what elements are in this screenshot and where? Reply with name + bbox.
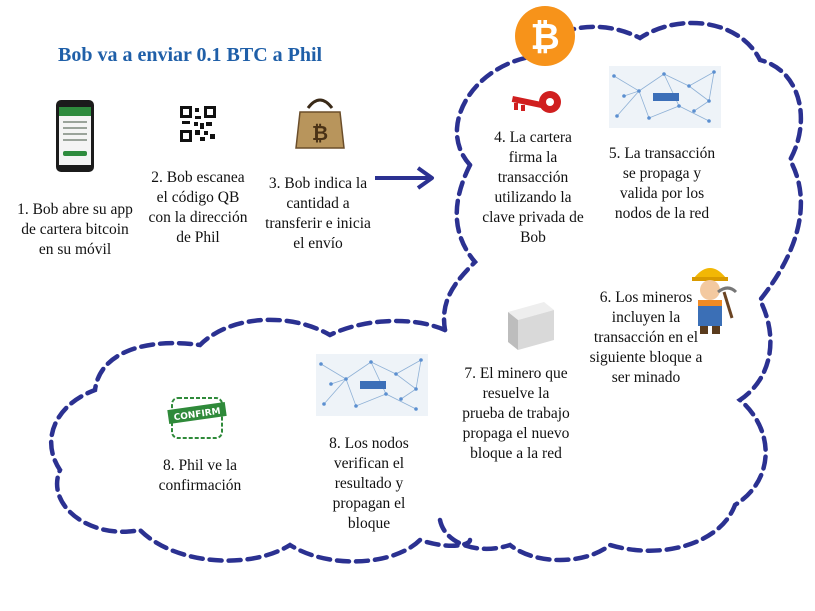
qr-code-icon (180, 106, 216, 142)
confirm-stamp-icon: CONFIRM (167, 397, 227, 439)
network-nodes-icon (316, 354, 428, 416)
step-9-text: 8. Phil ve la confirmación (158, 457, 242, 494)
diagram-title: Bob va a enviar 0.1 BTC a Phil (58, 44, 323, 66)
step-6-text: 6. Los mineros incluyen la transacción e… (589, 289, 703, 386)
svg-text:₿: ₿ (530, 17, 559, 58)
private-key-icon (511, 91, 561, 113)
confirmation-cloud (48, 317, 473, 564)
step-3-text: 3. Bob indica la cantidad a transferir e… (265, 175, 371, 252)
step-1-text: 1. Bob abre su app de cartera bitcoin en… (17, 201, 133, 258)
mobile-wallet-app-icon (56, 100, 94, 172)
step-8-text: 8. Los nodos verifican el resultado y pr… (329, 435, 409, 532)
bitcoin-logo-icon: ₿ (515, 6, 575, 66)
step-2-text: 2. Bob escanea el código QB con la direc… (148, 169, 248, 246)
flow-arrow (375, 166, 434, 190)
network-nodes-icon (609, 66, 721, 128)
network-cloud (437, 20, 804, 563)
step-4-text: 4. La cartera firma la transacción utili… (482, 129, 584, 246)
svg-text:₿: ₿ (312, 121, 328, 145)
block-icon (508, 302, 554, 350)
bitcoin-bag-icon: ₿ (295, 98, 345, 149)
step-5-text: 5. La transacción se propaga y valida po… (608, 145, 716, 222)
miner-character-icon (692, 268, 738, 334)
step-7-text: 7. El minero que resuelve la prueba de t… (462, 365, 570, 462)
